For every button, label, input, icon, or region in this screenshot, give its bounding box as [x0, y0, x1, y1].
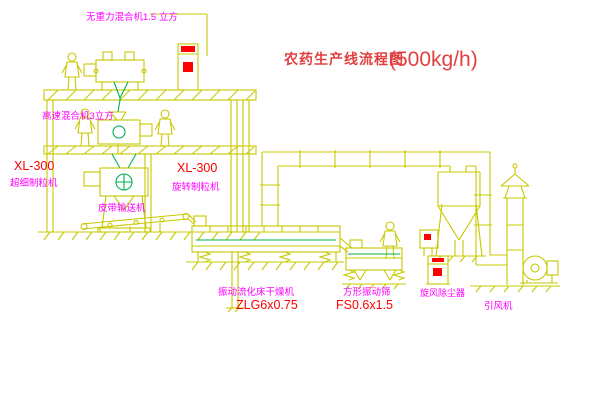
worker-figure: [61, 52, 83, 91]
vibrating-screen-machine: [339, 237, 406, 290]
label-granulator-left-model: XL-300: [14, 159, 54, 173]
label-dryer-model: ZLG6x0.75: [236, 298, 298, 312]
worker-figure: [379, 221, 401, 260]
label-screen-model: FS0.6x1.5: [336, 298, 393, 312]
control-cabinet-mid: [419, 229, 439, 256]
fluid-bed-dryer-machine: [186, 215, 344, 271]
granulator-machine: [83, 153, 151, 233]
label-granulator-right-model: XL-300: [177, 161, 217, 175]
label-gravity-free-mixer: 无重力混合机1.5 立方: [86, 11, 178, 23]
exhaust-stack: [500, 163, 530, 285]
label-belt-conveyor: 皮带输送机: [98, 202, 146, 214]
label-induced-draft-fan: 引风机: [484, 300, 513, 312]
label-high-speed-mixer: 高速混合机3立方: [42, 110, 114, 122]
gravity-free-mixer-machine: [83, 51, 147, 113]
cyclone-separator: [432, 171, 486, 263]
belt-conveyor-machine: [80, 212, 197, 232]
label-granulator-right-name: 旋转制粒机: [172, 181, 220, 193]
label-dryer-name: 振动流化床干燥机: [218, 286, 295, 298]
building-structure: [38, 89, 264, 313]
label-cyclone-dust-collector: 旋风除尘器: [420, 287, 465, 298]
worker-figure: [154, 109, 176, 147]
worker-figure: [74, 108, 96, 147]
control-cabinet-top: [150, 13, 208, 91]
diagram-title-capacity: (500kg/h): [389, 48, 478, 71]
exhaust-duct: [260, 150, 507, 266]
high-speed-mixer-machine: [97, 111, 153, 154]
induced-draft-fan-machine: [470, 255, 560, 293]
label-screen-name: 方形振动筛: [343, 286, 391, 298]
label-granulator-left-name: 超细制粒机: [10, 177, 58, 189]
diagram-title: 农药生产线流程图: [283, 51, 404, 67]
control-cabinet-low: [426, 255, 450, 285]
